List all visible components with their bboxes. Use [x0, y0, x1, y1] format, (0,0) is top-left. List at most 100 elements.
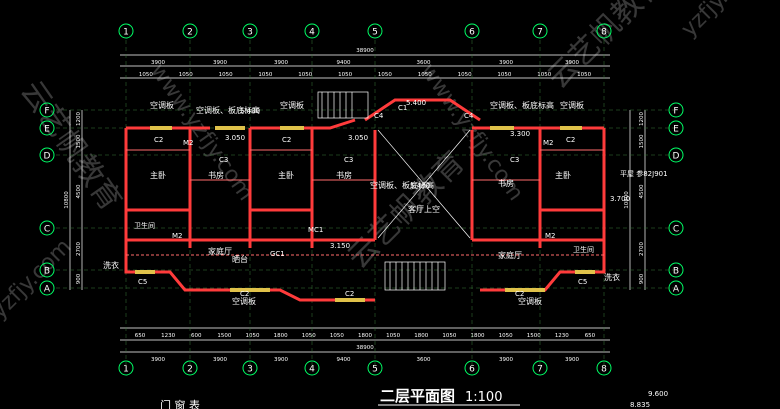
window-code: C3: [344, 156, 353, 164]
window-code: C2: [154, 136, 163, 144]
window-code: C5: [578, 278, 587, 286]
room-label: 晒台: [232, 254, 248, 264]
dimension-label: 1500: [527, 333, 541, 339]
axis-bubble-3: 3: [242, 360, 258, 376]
dimension-label: 1200: [76, 112, 82, 126]
axis-label: D: [673, 152, 680, 162]
window-code: C4: [464, 112, 474, 120]
axis-label: 1: [123, 28, 129, 38]
axis-label: 3: [247, 365, 253, 375]
room-label: 洗衣: [604, 272, 620, 282]
room-labels: 主卧 书房 主卧 书房 书房 主卧 家庭厅 家庭厅 客厅上空 卫生间 卫生间 空…: [103, 100, 668, 306]
room-label: 主卧: [555, 170, 571, 180]
dimension-label: 1200: [639, 112, 645, 126]
dimension-label: 10800: [64, 191, 70, 209]
door-code: M2: [183, 139, 194, 147]
dimension-label: 1050: [577, 72, 591, 78]
axis-bubble-1: 1: [118, 360, 134, 376]
dimension-label: 1800: [274, 333, 288, 339]
watermark-text: 云艺帆教育: [341, 145, 472, 276]
axis-bubble-D: D: [668, 147, 684, 163]
dimension-label: 1050: [258, 72, 272, 78]
door-code: MC1: [308, 226, 323, 234]
axis-bubble-C: C: [668, 220, 684, 236]
annotations: C1 C2 C2 C2 C3 C3 C3 C4 C4 C5 C5 C2 C2 C…: [138, 99, 630, 298]
room-label: 空调板、板底标高: [196, 105, 260, 115]
room-label: 空调板、板底标高: [370, 180, 434, 190]
dimension-label: 1050: [330, 333, 344, 339]
dimension-label: 3900: [499, 357, 513, 363]
window-code: C2: [240, 290, 249, 298]
dimension-label: 1050: [497, 72, 511, 78]
axis-label: 4: [309, 365, 315, 375]
dimension-label: 3600: [417, 60, 431, 66]
axis-bubble-4: 4: [304, 23, 320, 39]
room-label: 主卧: [150, 170, 166, 180]
axis-bubble-E: E: [39, 120, 55, 136]
elevation: 5.400: [406, 99, 426, 107]
dimension-label: 1050: [219, 72, 233, 78]
drawing-title: 二层平面图 1:100 门 窗 表 9.600 8.835: [160, 387, 668, 409]
dimension-label: 600: [191, 333, 202, 339]
door-code: M2: [543, 139, 554, 147]
dimension-label: 3900: [565, 357, 579, 363]
room-label: 空调板: [560, 100, 584, 110]
room-label: 空调板: [150, 100, 174, 110]
dimension-label: 3900: [213, 357, 227, 363]
dimension-label: 9400: [337, 60, 351, 66]
room-label: 空调板: [280, 100, 304, 110]
axis-bubble-F: F: [668, 102, 684, 118]
window-code: C1: [398, 104, 407, 112]
axis-label: A: [44, 285, 51, 295]
axis-bubble-D: D: [39, 147, 55, 163]
axis-bubble-6: 6: [464, 23, 480, 39]
room-label: 书房: [208, 170, 224, 180]
window-code: C2: [345, 290, 354, 298]
window-code: C5: [138, 278, 147, 286]
watermark-layer: yzfjy.com 云艺帆教育 www.yzfjy.com www.yzfjy.…: [0, 0, 767, 324]
room-label: 主卧: [278, 170, 294, 180]
dimension-label: 1500: [639, 134, 645, 148]
axis-bubble-1: 1: [118, 23, 134, 39]
axis-bubble-8: 8: [596, 360, 612, 376]
dimension-label: 1050: [179, 72, 193, 78]
axis-label: 3: [247, 28, 253, 38]
dimension-label: 650: [135, 333, 146, 339]
dimension-label: 3900: [274, 60, 288, 66]
dimension-label: 9400: [337, 357, 351, 363]
dimension-label: 1050: [537, 72, 551, 78]
axis-label: B: [44, 267, 50, 277]
axis-label: E: [44, 125, 50, 135]
elevation: 5.400: [410, 182, 430, 190]
axis-bubble-B: B: [668, 262, 684, 278]
dimension-label: 3900: [565, 60, 579, 66]
axis-bubble-A: A: [39, 280, 55, 296]
room-label: 空调板: [232, 296, 256, 306]
axis-label: C: [673, 225, 679, 235]
axis-grid: [56, 40, 674, 368]
window-code: C4: [374, 112, 384, 120]
axis-label: 4: [309, 28, 315, 38]
window-code: C2: [515, 290, 524, 298]
axis-label: 6: [469, 365, 475, 375]
door-window-table-title: 门 窗 表: [160, 398, 200, 409]
room-label: 卫生间: [134, 221, 155, 230]
dimension-label: 1500: [76, 134, 82, 148]
room-label: 空调板: [518, 296, 542, 306]
axis-bubble-7: 7: [532, 360, 548, 376]
room-label: 书房: [336, 170, 352, 180]
axis-label: 2: [187, 365, 193, 375]
watermark-text: yzfjy.com: [677, 0, 767, 42]
axis-label: 6: [469, 28, 475, 38]
dimension-label: 4500: [639, 184, 645, 198]
drawing-title-text: 二层平面图: [380, 387, 455, 405]
stairs: [317, 91, 446, 291]
dimension-label: 1050: [378, 72, 392, 78]
dimension-label: 1500: [217, 333, 231, 339]
axis-label: 8: [601, 365, 607, 375]
axis-label: 1: [123, 365, 129, 375]
axis-label: 7: [537, 365, 543, 375]
